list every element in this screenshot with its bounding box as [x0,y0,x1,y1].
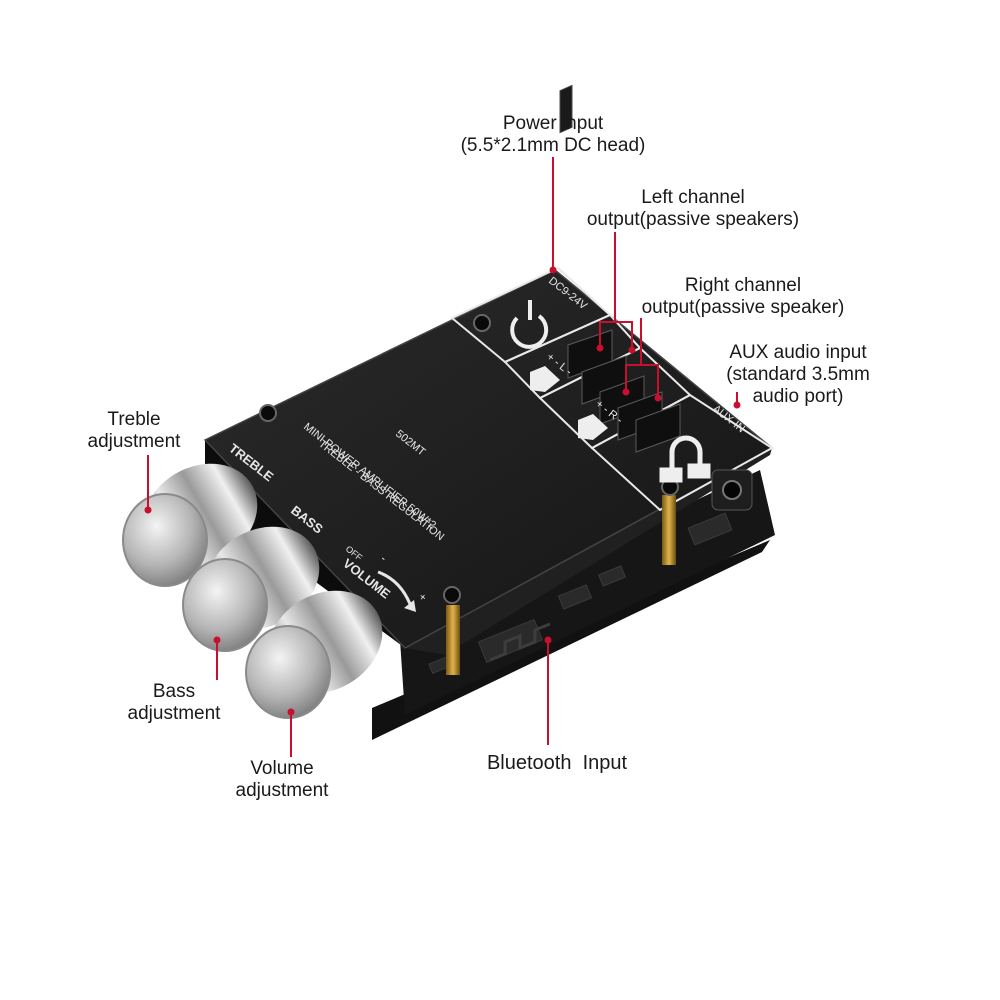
power-input-title: Power input [502,113,604,134]
bass-title: Bass [152,681,196,702]
volume-title: Volume [250,758,314,779]
pcb-board [372,540,770,740]
treble-title: Treble [107,409,161,430]
right-channel-callout: Right channel output(passive speaker) [635,275,851,319]
treble-knob [122,463,258,587]
standoff-right [662,495,676,565]
bluetooth-title: Bluetooth Input [486,752,628,774]
pcb-antenna-trace [489,622,551,662]
standoff-left [446,605,460,675]
minus-label: - [378,553,389,565]
speaker-icon [530,366,608,440]
screws [259,314,679,604]
callout-lines [147,157,738,757]
bass-knob [182,526,320,652]
treble-detail: adjustment [87,431,181,452]
power-input-detail: (5.5*2.1mm DC head) [460,135,646,156]
left-channel-callout: Left channel output(passive speakers) [580,187,806,231]
right-channel-title: Right channel [684,275,802,296]
headphone-jack-icon [659,435,711,483]
treble-callout: Treble adjustment [80,409,188,453]
volume-arc [377,570,412,605]
power-input-callout: Power input (5.5*2.1mm DC head) [458,113,648,157]
callout-dots [144,266,741,716]
right-channel-detail: output(passive speaker) [641,297,845,318]
aux-detail: (standard 3.5mm [726,364,870,385]
volume-callout: Volume adjustment [228,758,336,802]
volume-arrow [404,600,416,612]
volume-knob [245,590,383,719]
bluetooth-callout: Bluetooth Input [474,752,640,774]
aux-detail-2: audio port) [752,386,844,407]
bass-callout: Bass adjustment [120,681,228,725]
aux-title: AUX audio input [729,342,867,363]
bass-detail: adjustment [127,703,221,724]
left-channel-detail: output(passive speakers) [586,209,800,230]
volume-detail: adjustment [235,780,329,801]
power-icon [510,300,549,349]
left-channel-title: Left channel [641,187,745,208]
aux-callout: AUX audio input (standard 3.5mm audio po… [718,342,878,408]
